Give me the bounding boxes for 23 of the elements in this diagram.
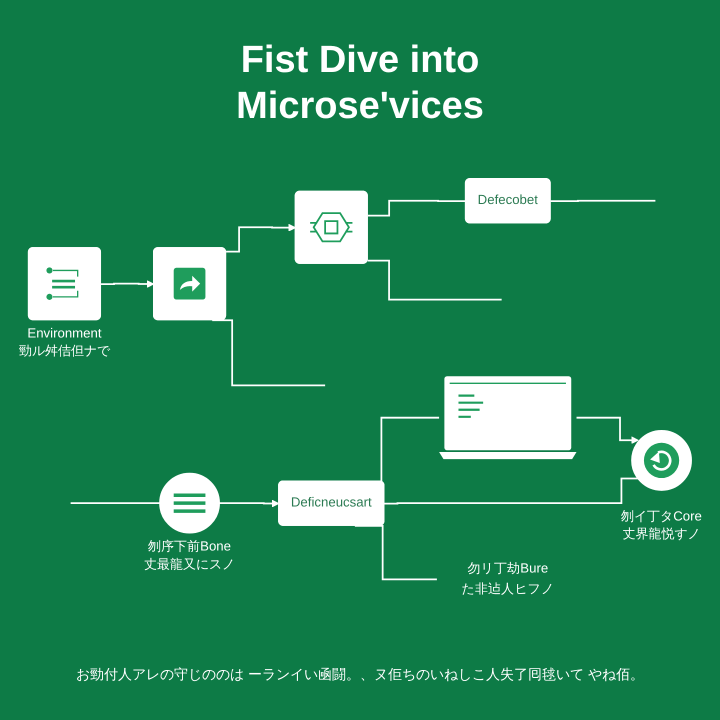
connector bbox=[550, 200, 656, 202]
node-text: 勿リ丁劫Bure た非迠人ヒフノ bbox=[462, 561, 554, 596]
arrow bbox=[226, 224, 296, 252]
connector bbox=[368, 200, 466, 216]
connector bbox=[70, 502, 160, 504]
node-caption: 刎イ丁タCore bbox=[621, 508, 702, 524]
laptop-picture bbox=[439, 376, 577, 460]
node-caption: Environment bbox=[27, 325, 102, 340]
title: Fist Dive into Microse'vices bbox=[235, 38, 485, 129]
node-caption: 勁ル舛佶但ナで bbox=[18, 343, 110, 358]
arrow bbox=[101, 280, 154, 288]
connector bbox=[354, 524, 437, 580]
connector bbox=[384, 478, 638, 504]
arrow bbox=[576, 416, 639, 444]
node-caption: 丈界龍悦すノ bbox=[622, 526, 701, 541]
arrow bbox=[220, 500, 280, 508]
connector bbox=[212, 319, 326, 386]
node-circle bbox=[631, 430, 692, 491]
connector bbox=[368, 260, 502, 300]
node-circle bbox=[159, 472, 220, 534]
node-caption: 刎序下前Bone bbox=[148, 538, 231, 554]
node-caption: 丈最龍又にスノ bbox=[144, 556, 236, 572]
caption: お勁付人アレの守じののは ーランイい凾闘。、ヌ佢ちのいねしこ人失了囘毬いて やね佰。 bbox=[75, 666, 645, 684]
